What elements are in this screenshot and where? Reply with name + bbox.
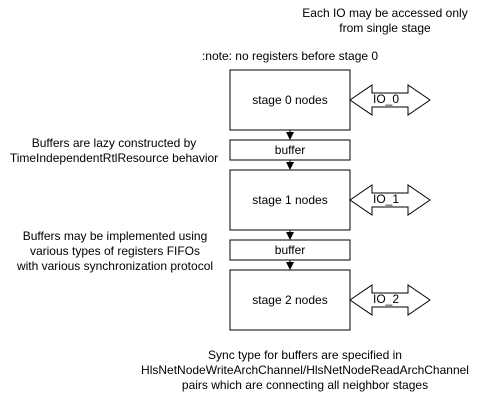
lazy-buffers-note-line-2: TimeIndependentRtlResource behavior bbox=[10, 151, 218, 165]
io-2-label: IO_2 bbox=[373, 292, 399, 306]
buffer-impl-note-line-1: Buffers may be implemented using bbox=[23, 229, 208, 243]
buffer-impl-note-line-3: with various synchronization protocol bbox=[16, 259, 213, 273]
stage-1-box bbox=[229, 169, 351, 231]
lazy-buffers-note-line-1: Buffers are lazy constructed by bbox=[32, 136, 197, 150]
io-1-label: IO_1 bbox=[373, 192, 399, 206]
sync-type-note-line-1: Sync type for buffers are specified in bbox=[208, 348, 402, 362]
buffer-1-label: buffer bbox=[275, 243, 305, 257]
io-access-note-line-1: Each IO may be accessed only bbox=[302, 6, 467, 20]
stage-0-label: stage 0 nodes bbox=[252, 93, 327, 107]
io-0-double-arrow bbox=[349, 84, 431, 116]
stage-1-label: stage 1 nodes bbox=[252, 193, 327, 207]
io-2-double-arrow bbox=[349, 284, 431, 316]
buffer-0-label: buffer bbox=[275, 143, 305, 157]
stage-2-box bbox=[229, 269, 351, 331]
sync-type-note-line-2: HlsNetNodeWriteArchChannel/HlsNetNodeRea… bbox=[141, 363, 469, 377]
io-0-label: IO_0 bbox=[373, 92, 399, 106]
io-access-note-line-2: from single stage bbox=[339, 21, 431, 35]
no-registers-note: :note: no registers before stage 0 bbox=[202, 49, 378, 63]
stage-2-label: stage 2 nodes bbox=[252, 293, 327, 307]
buffer-impl-note-line-2: various types of registers FIFOs bbox=[30, 244, 200, 258]
sync-type-note-line-3: pairs which are connecting all neighbor … bbox=[182, 378, 428, 392]
io-1-double-arrow bbox=[349, 184, 431, 216]
stage-0-box bbox=[229, 69, 351, 131]
